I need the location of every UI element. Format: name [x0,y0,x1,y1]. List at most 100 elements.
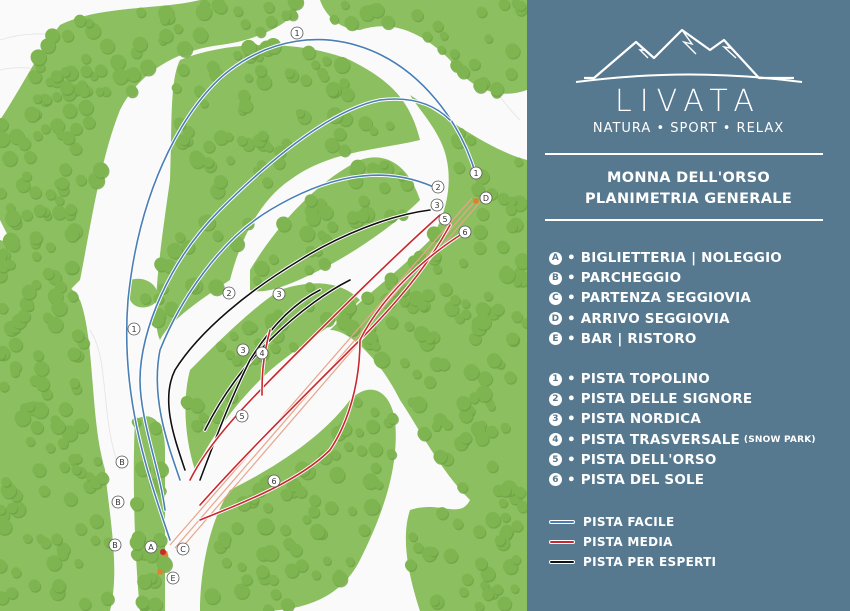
tree [304,194,317,207]
tree [0,504,6,515]
difficulty-easy: PISTA FACILE [549,512,849,532]
tree [189,397,204,413]
tree [486,425,498,438]
tree [253,260,269,276]
tree [0,350,6,360]
tree [358,524,370,536]
tree [199,99,208,108]
tree [231,522,243,534]
tree [338,144,350,156]
tree [0,187,7,199]
facility-marker: B [108,538,122,552]
tree [64,227,79,242]
tree [305,282,315,292]
tree [195,3,212,20]
legend-item-piste-4: 4• PISTA TRASVERSALE(SNOW PARK) [549,430,849,450]
tree [139,293,151,304]
ticket-office-icon [160,549,166,555]
tree [192,27,208,43]
tree [234,583,250,599]
tree [458,258,468,267]
tree [486,353,501,368]
tree [468,58,481,70]
facility-marker: C [176,542,190,556]
tree [450,294,461,305]
tree [215,341,226,351]
svg-text:C: C [180,545,186,554]
tree [61,29,74,42]
tree [0,518,12,535]
tree [6,587,18,599]
ski-trails [124,37,478,542]
tree [129,535,145,550]
tree [471,182,485,196]
tree [511,311,523,322]
svg-text:1: 1 [294,29,299,38]
tree [417,426,431,441]
tree [263,502,273,513]
svg-text:6: 6 [462,228,467,237]
tree [50,70,63,83]
tree [110,54,126,70]
tree [461,299,470,308]
tree [30,420,44,434]
tree [386,412,398,424]
tree [514,157,523,166]
tree [436,507,449,520]
tree [505,43,520,58]
tree [255,565,269,579]
tree [10,567,21,578]
tree [185,278,199,292]
tree [255,26,266,37]
tree [476,207,489,220]
tree [311,60,320,69]
mountain-logo-icon [575,28,802,83]
tree [65,260,79,274]
tree [126,67,141,82]
svg-text:1: 1 [473,169,478,178]
badge-d-icon: D [549,312,562,326]
difficulty-expert: PISTA PER ESPERTI [549,552,849,572]
tree [442,419,453,430]
tree [74,523,87,535]
tree [58,402,73,416]
tree [2,150,18,166]
tree [221,539,230,548]
legend-item-piste-2: 2• PISTA DELLE SIGNORE [549,389,849,409]
tree [439,31,448,40]
tree [287,0,304,10]
map-title: MONNA DELL'ORSO PLANIMETRIA GENERALE [527,168,850,210]
tree [456,395,471,411]
tree [262,177,273,188]
tree [473,78,487,93]
tree [485,512,501,528]
tree [29,186,42,199]
tree [461,573,473,585]
tree [318,205,333,220]
tree [241,574,253,585]
tree [229,331,238,340]
tree [329,466,345,483]
tree [204,588,220,604]
tree [489,82,504,96]
tree [443,548,458,563]
tree [404,559,417,571]
tree [69,142,82,155]
tree [80,65,92,77]
tree [263,1,275,13]
tree [270,588,281,600]
tree [386,448,397,459]
tree [82,116,95,129]
tree [52,579,66,593]
svg-text:A: A [148,543,154,552]
divider-top [545,153,823,155]
tree [156,555,172,572]
tree [21,284,36,300]
svg-text:B: B [115,498,121,507]
tree [238,98,253,113]
tree [432,264,442,274]
tree [59,80,74,95]
tree [281,10,291,20]
legend-label: • PISTA DELL'ORSO [567,451,717,468]
tree [410,396,427,412]
